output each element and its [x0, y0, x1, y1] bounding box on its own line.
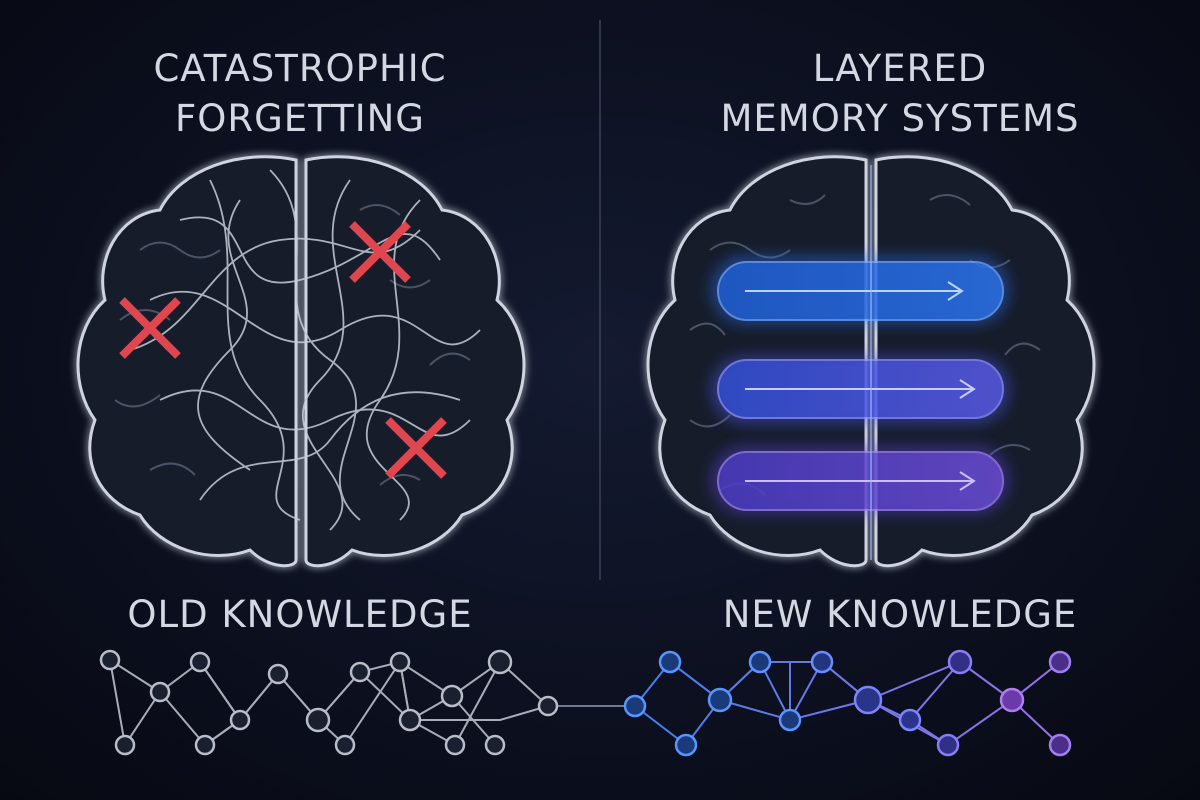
- right-title-line1: LAYERED: [812, 47, 988, 90]
- memory-layer-3: [717, 451, 1004, 511]
- left-brain-illustration: [76, 155, 526, 568]
- right-title: LAYERED MEMORY SYSTEMS: [600, 44, 1200, 144]
- right-brain-illustration: [646, 155, 1096, 568]
- right-title-line2: MEMORY SYSTEMS: [720, 97, 1080, 140]
- x-mark-3: [385, 417, 447, 479]
- memory-layer-2: [717, 359, 1004, 419]
- x-mark-2: [349, 221, 411, 283]
- memory-layer-1: [717, 261, 1004, 321]
- new-knowledge-network: [623, 649, 1072, 757]
- old-knowledge-label: OLD KNOWLEDGE: [127, 593, 473, 636]
- forgetting-x-marks: [119, 221, 447, 479]
- left-brain-right-hemisphere: [304, 155, 526, 568]
- left-title-line2: FORGETTING: [175, 97, 425, 140]
- old-knowledge-network: [99, 649, 625, 756]
- left-title-line1: CATASTROPHIC: [153, 47, 447, 90]
- left-title: CATASTROPHIC FORGETTING: [0, 44, 600, 144]
- new-knowledge-label: NEW KNOWLEDGE: [722, 593, 1078, 636]
- x-mark-1: [119, 297, 181, 359]
- memory-layers: [710, 165, 1010, 560]
